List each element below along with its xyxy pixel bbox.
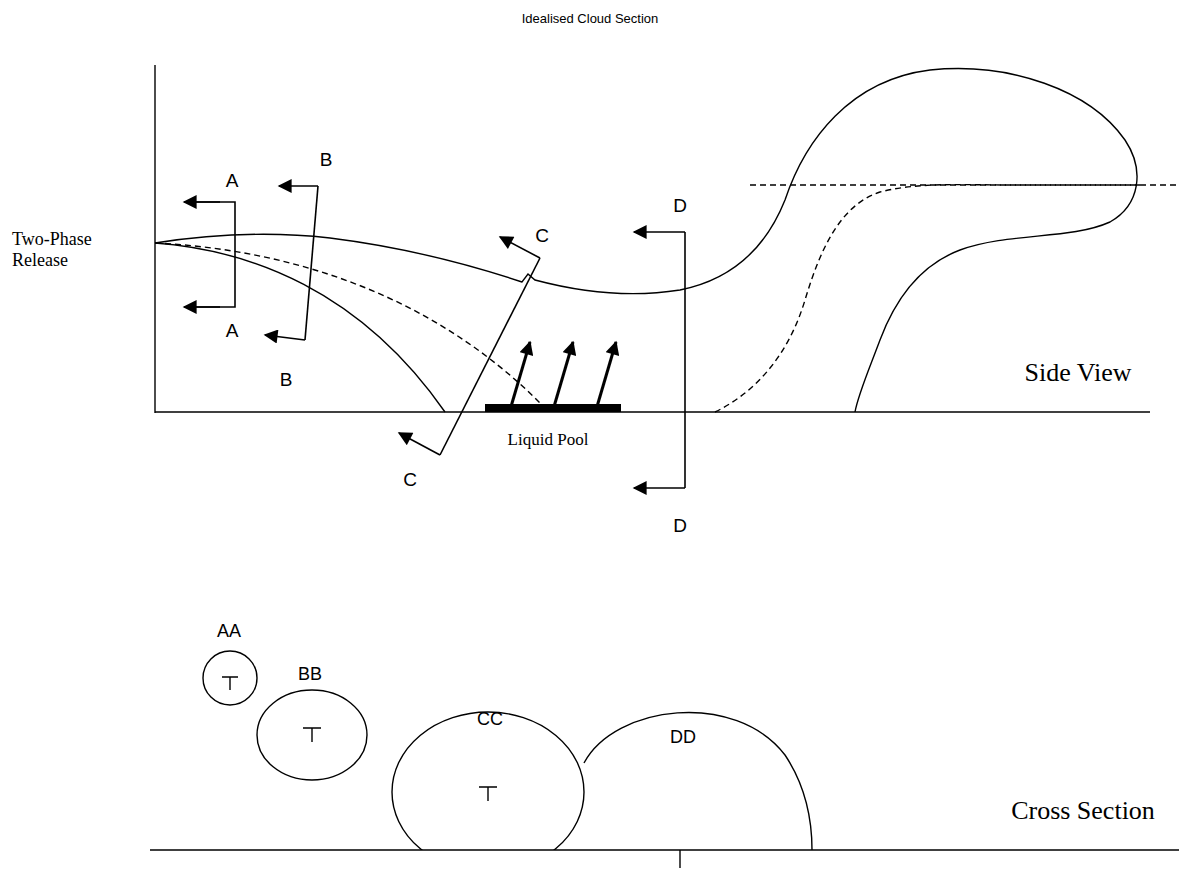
section-arrow (399, 433, 440, 455)
view-label: Cross Section (1011, 796, 1155, 826)
vertical-axis (154, 65, 155, 413)
section-letter: C (535, 225, 549, 247)
section-arrow (634, 487, 685, 489)
section-letter: C (403, 469, 417, 491)
ground-line (155, 411, 1150, 412)
centre-tick (679, 850, 680, 868)
centroid-symbol (222, 677, 238, 690)
section-arrow (184, 201, 220, 203)
view-label: Side View (1024, 358, 1131, 388)
section-letter: B (320, 149, 333, 171)
section-arrow (279, 185, 318, 187)
section-letter: A (226, 320, 239, 342)
section-line (684, 232, 686, 488)
section-line (305, 186, 318, 340)
centroid-symbol (479, 787, 497, 801)
cloud-height-line (750, 184, 1179, 185)
section-arrow (634, 231, 685, 233)
section-letter: D (673, 515, 687, 537)
evaporation-arrow (596, 342, 616, 410)
jet-lower-edge (155, 243, 445, 412)
section-arrow (184, 306, 220, 308)
pool-label: Liquid Pool (508, 430, 589, 450)
centroid-symbol (303, 728, 321, 742)
section-letter: D (673, 195, 687, 217)
section-arrow (500, 237, 540, 258)
section-dd-outline (584, 712, 812, 850)
cross-section-ground (150, 849, 1179, 850)
section-name: DD (670, 727, 696, 748)
section-name: CC (477, 709, 503, 730)
section-aa-outline (203, 651, 257, 705)
evaporation-arrow (553, 342, 573, 410)
cloud-centreline (715, 185, 1140, 412)
section-letter: A (226, 170, 239, 192)
section-bb-outline (257, 690, 367, 780)
cloud-outline (155, 69, 1137, 412)
section-letter: B (280, 369, 293, 391)
section-cc-outline (392, 712, 584, 850)
source-label: Two-Phase Release (12, 229, 112, 270)
section-name: BB (298, 664, 322, 685)
jet-centreline (155, 243, 545, 408)
evaporation-arrow (510, 342, 530, 410)
section-line (440, 258, 540, 455)
section-arrow (265, 335, 305, 340)
section-line (185, 202, 235, 307)
diagram-title: Idealised Cloud Section (522, 12, 659, 27)
section-name: AA (217, 621, 241, 642)
